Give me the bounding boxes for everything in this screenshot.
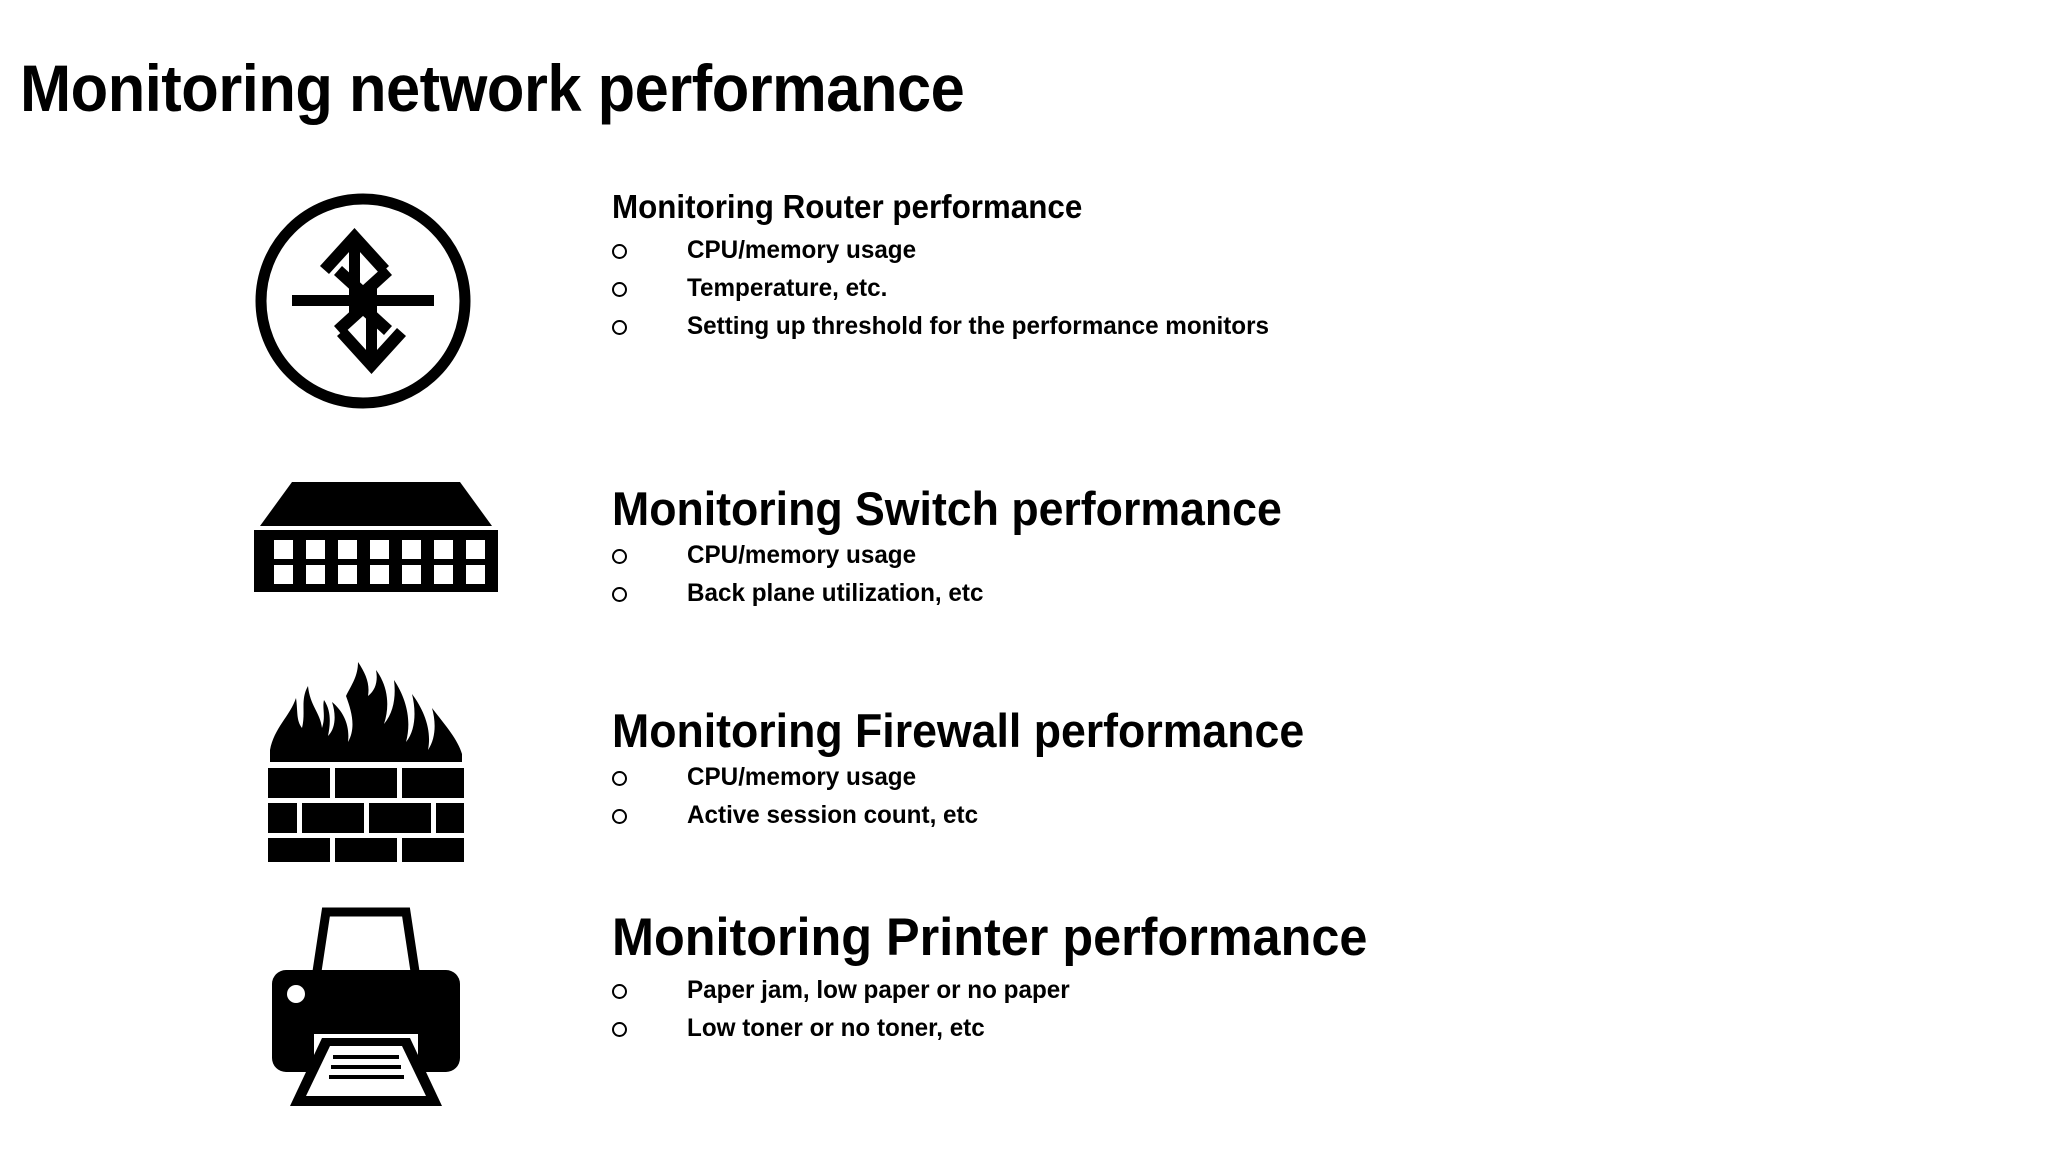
bullet-marker-icon: [612, 1021, 627, 1037]
bullet-marker-icon: [612, 809, 627, 825]
switch-body: Monitoring Switch performance CPU/memory…: [612, 484, 1317, 619]
section-heading-router: Monitoring Router performance: [612, 188, 1083, 225]
bullet-list-router: CPU/memory usage Temperature, etc. Setti…: [612, 235, 1269, 352]
list-item: CPU/memory usage: [612, 543, 1317, 581]
bullet-marker-icon: [612, 281, 627, 297]
section-heading-switch: Monitoring Switch performance: [612, 482, 1282, 535]
list-item: Setting up threshold for the performance…: [612, 313, 1269, 352]
bullet-marker-icon: [612, 771, 627, 787]
bullet-marker-icon: [612, 243, 627, 259]
list-item-label: Paper jam, low paper or no paper: [687, 975, 1070, 1004]
list-item: Back plane utilization, etc: [612, 581, 1317, 619]
list-item: Temperature, etc.: [612, 273, 1107, 314]
switch-icon: [252, 478, 500, 598]
list-item-label: Active session count, etc: [687, 801, 979, 830]
list-item: CPU/memory usage: [612, 235, 1107, 276]
list-item-label: Temperature, etc.: [687, 273, 888, 302]
printer-icon: [270, 898, 462, 1114]
bullet-list-printer: Paper jam, low paper or no paper Low ton…: [612, 975, 1407, 1054]
list-item-label: CPU/memory usage: [687, 763, 917, 792]
bullet-marker-icon: [612, 319, 627, 335]
list-item-label: Low toner or no toner, etc: [687, 1013, 985, 1042]
firewall-icon: [266, 650, 466, 862]
list-item-label: CPU/memory usage: [687, 541, 917, 570]
bullet-marker-icon: [612, 983, 627, 999]
router-body: Monitoring Router performance CPU/memory…: [612, 188, 1269, 352]
list-item: Low toner or no toner, etc: [612, 1013, 1407, 1054]
list-item-label: Setting up threshold for the performance…: [687, 311, 1270, 340]
printer-body: Monitoring Printer performance Paper jam…: [612, 910, 1407, 1054]
section-heading-printer: Monitoring Printer performance: [612, 908, 1368, 967]
router-icon: [252, 190, 474, 412]
section-heading-firewall: Monitoring Firewall performance: [612, 704, 1305, 757]
bullet-marker-icon: [612, 549, 627, 565]
bullet-marker-icon: [612, 587, 627, 603]
page-title: Monitoring network performance: [20, 51, 965, 125]
list-item: Paper jam, low paper or no paper: [612, 975, 1407, 1016]
bullet-list-switch: CPU/memory usage Back plane utilization,…: [612, 543, 1317, 619]
bullet-list-firewall: CPU/memory usage Active session count, e…: [612, 765, 1341, 841]
list-item-label: CPU/memory usage: [687, 235, 917, 264]
list-item: CPU/memory usage: [612, 765, 1341, 803]
list-item-label: Back plane utilization, etc: [687, 579, 984, 608]
list-item: Active session count, etc: [612, 803, 1341, 841]
firewall-body: Monitoring Firewall performance CPU/memo…: [612, 706, 1341, 841]
